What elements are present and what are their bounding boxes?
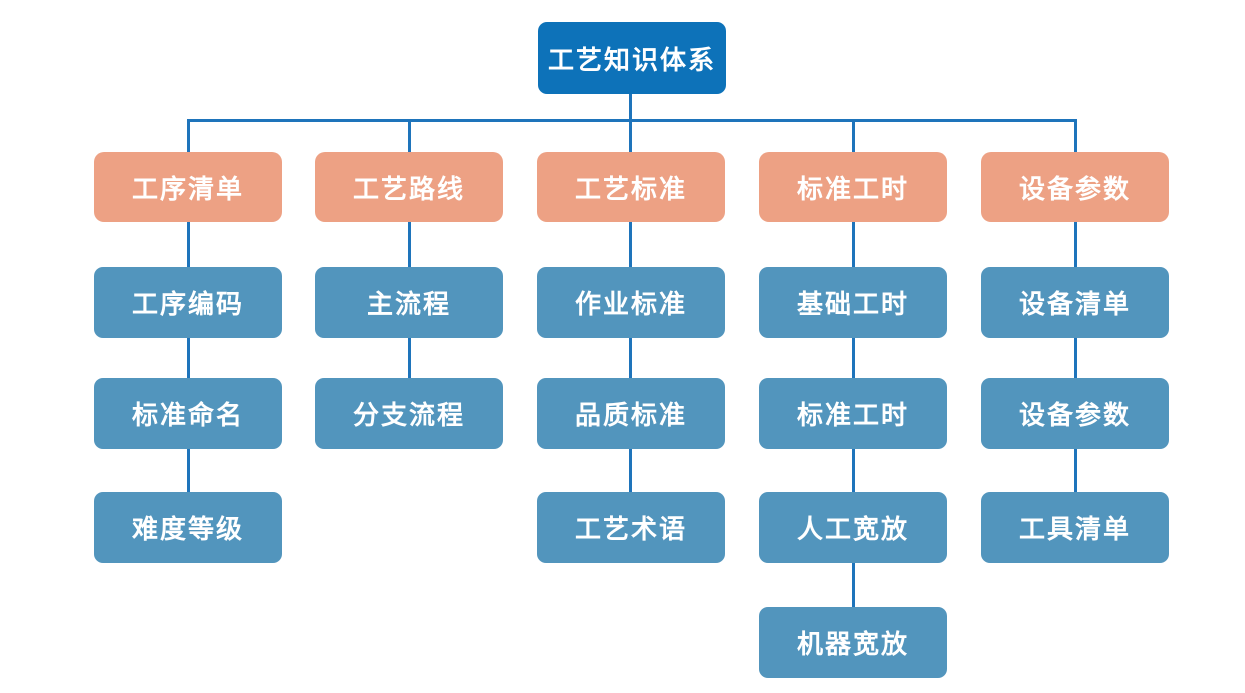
connector-col4-seg1 xyxy=(852,222,855,267)
connector-col4-seg4 xyxy=(852,563,855,607)
connector-col2-seg2 xyxy=(408,338,411,378)
node-equipment-list: 设备清单 xyxy=(981,267,1169,338)
node-operation-standard: 作业标准 xyxy=(537,267,725,338)
node-process-standard: 工艺标准 xyxy=(537,152,725,222)
connector-col1-seg3 xyxy=(187,449,190,492)
connector-col1-seg2 xyxy=(187,338,190,378)
node-machine-allowance: 机器宽放 xyxy=(759,607,947,678)
connector-col2-seg1 xyxy=(408,222,411,267)
node-equipment-parameters: 设备参数 xyxy=(981,152,1169,222)
connector-drop-col4 xyxy=(852,119,855,152)
node-process-code: 工序编码 xyxy=(94,267,282,338)
node-process-route: 工艺路线 xyxy=(315,152,503,222)
node-standard-naming: 标准命名 xyxy=(94,378,282,449)
node-process-terminology: 工艺术语 xyxy=(537,492,725,563)
node-main-flow: 主流程 xyxy=(315,267,503,338)
connector-col3-seg2 xyxy=(629,338,632,378)
node-manual-allowance: 人工宽放 xyxy=(759,492,947,563)
connector-col1-seg1 xyxy=(187,222,190,267)
node-tool-list: 工具清单 xyxy=(981,492,1169,563)
node-base-hours: 基础工时 xyxy=(759,267,947,338)
connector-root-drop xyxy=(629,94,632,152)
connector-col5-seg3 xyxy=(1074,449,1077,492)
connector-col4-seg3 xyxy=(852,449,855,492)
connector-col4-seg2 xyxy=(852,338,855,378)
node-knowledge-system-root: 工艺知识体系 xyxy=(538,22,726,94)
connector-col3-seg1 xyxy=(629,222,632,267)
connector-drop-col1 xyxy=(187,119,190,152)
node-equipment-parameters-leaf: 设备参数 xyxy=(981,378,1169,449)
node-standard-hours: 标准工时 xyxy=(759,152,947,222)
connector-bus xyxy=(188,119,1077,122)
node-quality-standard: 品质标准 xyxy=(537,378,725,449)
connector-col5-seg2 xyxy=(1074,338,1077,378)
node-branch-flow: 分支流程 xyxy=(315,378,503,449)
connector-drop-col5 xyxy=(1074,119,1077,152)
connector-col5-seg1 xyxy=(1074,222,1077,267)
connector-drop-col2 xyxy=(408,119,411,152)
node-difficulty-level: 难度等级 xyxy=(94,492,282,563)
connector-col3-seg3 xyxy=(629,449,632,492)
node-process-list: 工序清单 xyxy=(94,152,282,222)
node-standard-hours-leaf: 标准工时 xyxy=(759,378,947,449)
